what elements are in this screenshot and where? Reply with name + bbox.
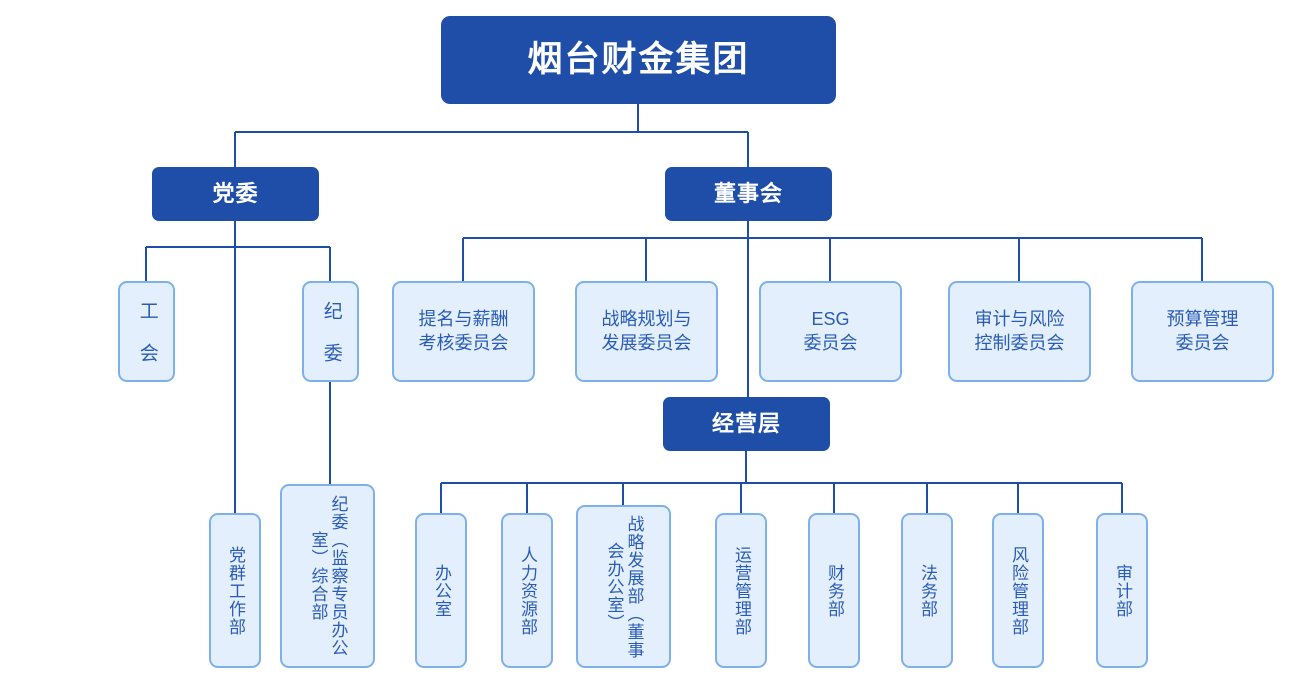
node-dept-risk-management[interactable]: 风险管理部 xyxy=(992,513,1044,668)
node-management-layer[interactable]: 经营层 xyxy=(663,397,830,451)
node-labor-union-label: 工 会 xyxy=(136,300,158,363)
node-dept-audit[interactable]: 审计部 xyxy=(1096,513,1148,668)
node-committee-audit-risk-control[interactable]: 审计与风险 控制委员会 xyxy=(948,281,1091,382)
node-dept-strategy-development-label: 战略发展部（董事会办公室） xyxy=(604,514,644,659)
node-root-label: 烟台财金集团 xyxy=(527,39,750,79)
node-dept-operations-management[interactable]: 运营管理部 xyxy=(715,513,767,668)
node-dept-office[interactable]: 办公室 xyxy=(415,513,467,668)
node-board-of-directors-label: 董事会 xyxy=(713,180,783,206)
node-dept-finance[interactable]: 财务部 xyxy=(808,513,860,668)
node-committee-nomination-remuneration[interactable]: 提名与薪酬 考核委员会 xyxy=(392,281,535,382)
node-board-of-directors[interactable]: 董事会 xyxy=(665,167,832,221)
node-dept-legal-affairs-label: 法务部 xyxy=(918,563,938,618)
node-party-mass-work-dept-label: 党群工作部 xyxy=(226,545,246,636)
node-committee-audit-risk-control-label: 审计与风险 控制委员会 xyxy=(974,309,1065,353)
node-dept-office-label: 办公室 xyxy=(432,563,452,618)
node-dept-strategy-development[interactable]: 战略发展部（董事会办公室） xyxy=(576,505,671,668)
node-party-mass-work-dept[interactable]: 党群工作部 xyxy=(209,513,261,668)
node-dept-human-resources[interactable]: 人力资源部 xyxy=(501,513,553,668)
node-committee-esg[interactable]: ESG 委员会 xyxy=(759,281,902,382)
node-discipline-committee[interactable]: 纪 委 xyxy=(302,281,359,382)
node-general-office-discipline-label: 纪委（监察专员办公室）综合部 xyxy=(308,495,348,657)
node-dept-operations-management-label: 运营管理部 xyxy=(732,545,752,636)
node-committee-esg-label: ESG 委员会 xyxy=(803,309,858,353)
node-root-group[interactable]: 烟台财金集团 xyxy=(441,16,836,104)
node-committee-nomination-remuneration-label: 提名与薪酬 考核委员会 xyxy=(418,309,509,353)
node-party-committee[interactable]: 党委 xyxy=(152,167,319,221)
node-management-layer-label: 经营层 xyxy=(711,410,781,436)
node-dept-audit-label: 审计部 xyxy=(1113,563,1133,618)
node-committee-strategy-development[interactable]: 战略规划与 发展委员会 xyxy=(575,281,718,382)
node-party-committee-label: 党委 xyxy=(212,180,259,206)
node-general-office-discipline[interactable]: 纪委（监察专员办公室）综合部 xyxy=(280,484,375,668)
node-dept-legal-affairs[interactable]: 法务部 xyxy=(901,513,953,668)
node-committee-strategy-development-label: 战略规划与 发展委员会 xyxy=(601,309,692,353)
node-labor-union[interactable]: 工 会 xyxy=(118,281,175,382)
node-dept-risk-management-label: 风险管理部 xyxy=(1009,545,1029,636)
node-dept-human-resources-label: 人力资源部 xyxy=(518,545,538,636)
node-dept-finance-label: 财务部 xyxy=(825,563,845,618)
node-committee-budget-management[interactable]: 预算管理 委员会 xyxy=(1131,281,1274,382)
node-committee-budget-management-label: 预算管理 委员会 xyxy=(1166,309,1239,353)
node-discipline-committee-label: 纪 委 xyxy=(320,300,342,363)
